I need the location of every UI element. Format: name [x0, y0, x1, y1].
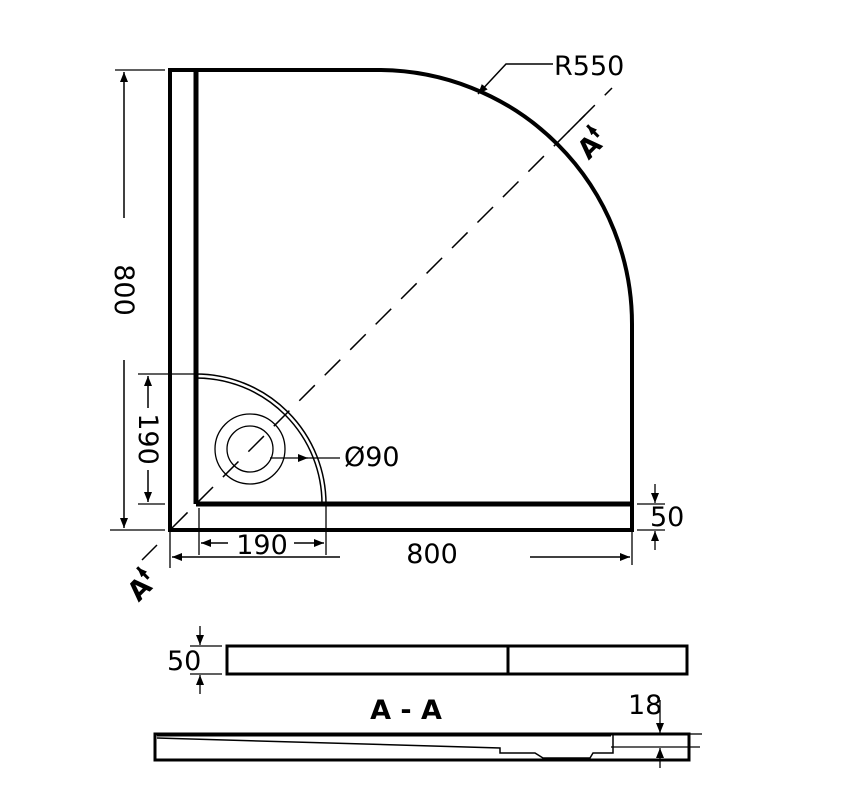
section-depth-label: 18	[628, 690, 662, 721]
section-view	[153, 732, 691, 762]
height-overall-label: 800	[108, 264, 139, 316]
radius-leader	[477, 63, 553, 95]
drain-outer-circle	[214, 413, 286, 485]
rim-width-label: 50	[650, 502, 684, 533]
section-title: A - A	[370, 695, 442, 726]
section-slope	[156, 734, 614, 759]
section-line	[171, 87, 613, 529]
section-marker-bottom: A	[122, 566, 159, 608]
section-marker-top: A	[572, 124, 609, 166]
side-elevation	[225, 644, 689, 676]
tray-height-label: 50	[167, 646, 201, 677]
svg-text:A: A	[122, 571, 159, 608]
tray-outline	[168, 68, 634, 532]
radius-label: R550	[554, 51, 624, 82]
width-overall-label: 800	[406, 539, 458, 570]
svg-text:A: A	[572, 129, 609, 166]
drain-diameter-label: Ø90	[344, 442, 400, 473]
section-mark-top	[567, 114, 586, 133]
drain-offset-vertical-label: 190	[132, 413, 163, 465]
drain-offset-horizontal-label: 190	[236, 530, 288, 561]
drain-inner-circle	[226, 425, 274, 473]
section-mark-bottom	[141, 544, 158, 561]
